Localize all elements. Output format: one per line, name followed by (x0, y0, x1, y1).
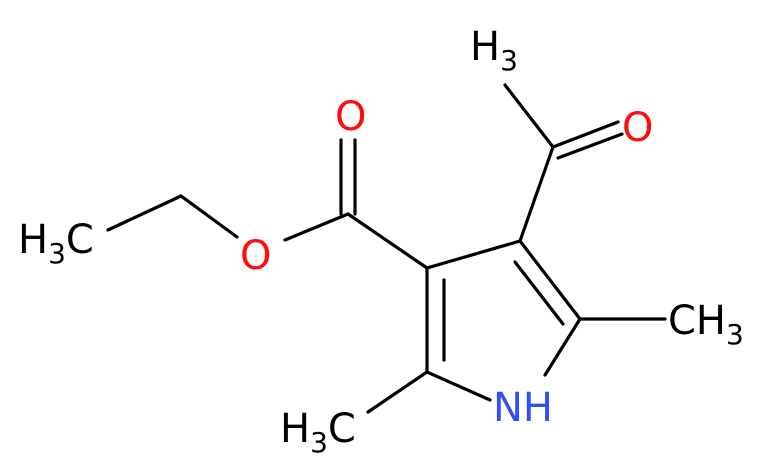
label-ethyl-methyl: H3C (18, 217, 94, 270)
atom-labels: H3 O O O H3C CH3 H3C NH (18, 24, 744, 459)
bond-c4-c5-inner (513, 260, 565, 326)
bond-ester-o (283, 212, 350, 242)
bond-c3-ester (346, 212, 429, 270)
bond-c2-methyl (366, 370, 429, 414)
label-acetyl-oxygen: O (622, 105, 653, 151)
bond-n-c2 (425, 370, 492, 402)
bond-acetyl-ring (518, 145, 555, 243)
bond-ch2-ch3 (106, 194, 183, 232)
label-nitrogen: NH (493, 385, 553, 431)
label-ester-oxygen: O (240, 233, 271, 279)
bond-o-ch2 (179, 194, 239, 239)
bond-c3-c4 (425, 239, 522, 270)
bond-c5-n (543, 317, 582, 377)
label-acetyl-methyl: H3 (470, 24, 518, 77)
bond-acetyl-methyl (503, 83, 555, 149)
label-carbonyl-oxygen: O (335, 94, 366, 140)
bond-acetyl-co-1 (551, 120, 620, 149)
label-bottom-methyl: H3C (280, 406, 356, 459)
bond-acetyl-co-2 (556, 132, 624, 160)
bond-c4-c5-outer (518, 239, 582, 321)
bonds (106, 83, 667, 414)
label-right-methyl: CH3 (668, 298, 744, 351)
